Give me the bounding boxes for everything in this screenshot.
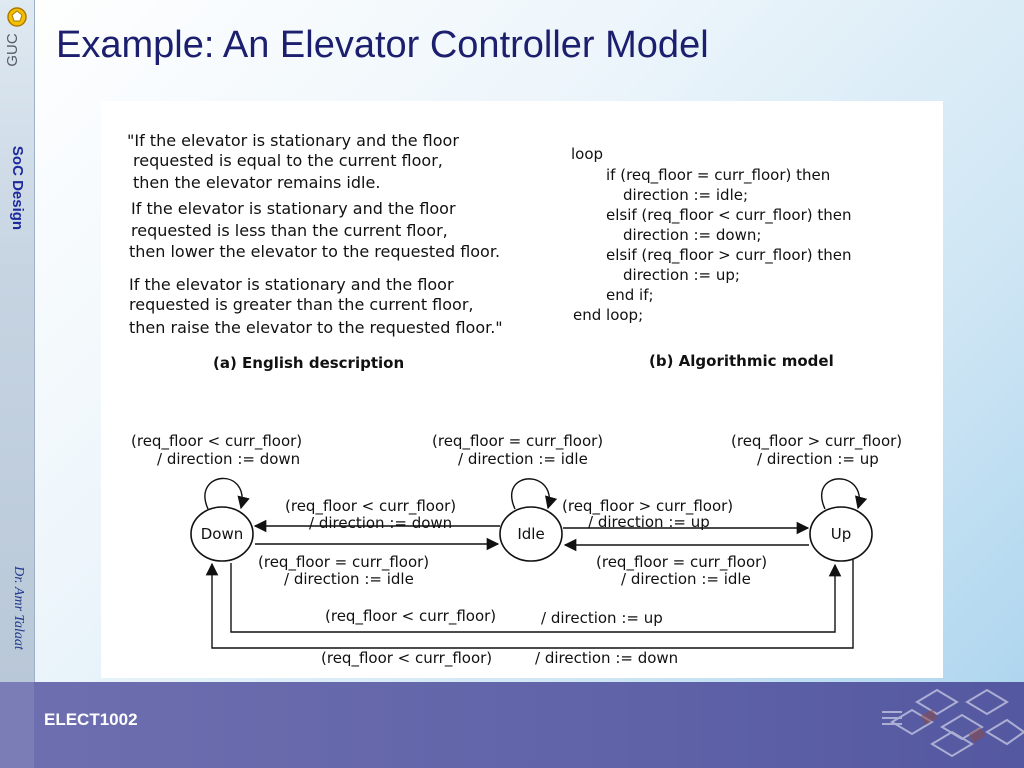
up-to-down-cond: (req_floor < curr_floor): [321, 649, 492, 668]
down-self-cond: (req_floor < curr_floor): [131, 432, 302, 451]
algo-caption: (b) Algorithmic model: [649, 352, 834, 370]
english-line: If the elevator is stationary and the fl…: [131, 199, 456, 218]
english-description: "If the elevator is stationary and the f…: [127, 131, 503, 372]
state-idle-label: Idle: [517, 525, 544, 543]
idle-self-loop: [511, 478, 558, 510]
idle-to-up-act: / direction := up: [588, 513, 710, 531]
algo-line: elsif (req_floor < curr_floor) then: [606, 206, 851, 225]
course-code: ELECT1002: [44, 710, 138, 729]
idle-to-down-act: / direction := down: [309, 514, 452, 532]
figure-svg: "If the elevator is stationary and the f…: [127, 131, 902, 668]
english-line: If the elevator is stationary and the fl…: [129, 275, 454, 294]
algo-line: direction := up;: [623, 266, 740, 284]
idle-to-down-cond: (req_floor < curr_floor): [285, 497, 456, 516]
footer-bar: ELECT1002: [0, 682, 1024, 768]
algo-line: end if;: [606, 286, 654, 304]
algo-line: end loop;: [573, 306, 643, 324]
idle-self-cond: (req_floor = curr_floor): [432, 432, 603, 451]
english-line: "If the elevator is stationary and the f…: [127, 131, 459, 150]
english-line: then the elevator remains idle.: [133, 173, 380, 192]
down-to-up-act: / direction := up: [541, 609, 663, 627]
english-line: requested is greater than the current fl…: [129, 295, 474, 314]
algo-line: direction := down;: [623, 226, 761, 244]
fsm-diagram: Down Idle Up (req_floor < curr_floor): [131, 432, 902, 668]
state-idle: [499, 506, 563, 562]
up-self-act: / direction := up: [757, 450, 879, 468]
algo-line: loop: [571, 145, 603, 163]
up-to-idle-cond: (req_floor = curr_floor): [596, 553, 767, 572]
algo-line: direction := idle;: [623, 186, 748, 204]
algo-line: elsif (req_floor > curr_floor) then: [606, 246, 851, 265]
up-self-cond: (req_floor > curr_floor): [731, 432, 902, 451]
down-to-idle-cond: (req_floor = curr_floor): [258, 553, 429, 572]
decorative-circuit-graphic: [882, 688, 1024, 758]
down-to-up-cond: (req_floor < curr_floor): [325, 607, 496, 626]
state-up: [809, 506, 873, 562]
english-line: then raise the elevator to the requested…: [129, 318, 503, 337]
up-to-down-act: / direction := down: [535, 649, 678, 667]
footer-corner: [0, 682, 34, 768]
up-to-down-edge: [205, 559, 854, 649]
logo-text: GUC: [4, 33, 21, 67]
left-sidebar: GUC SoC Design Dr. Amr Talaat: [0, 0, 35, 682]
down-to-up-edge: [230, 563, 842, 633]
state-down: [190, 506, 254, 562]
algorithmic-model: loop if (req_floor = curr_floor) then di…: [571, 145, 851, 370]
course-name-vertical: SoC Design: [9, 145, 26, 231]
english-line: requested is less than the current floor…: [131, 221, 448, 240]
english-line: then lower the elevator to the requested…: [129, 242, 500, 261]
author-vertical: Dr. Amr Talaat: [11, 566, 26, 650]
elevator-figure: "If the elevator is stationary and the f…: [101, 101, 943, 678]
down-self-loop: [204, 477, 250, 510]
slide-title: Example: An Elevator Controller Model: [56, 24, 709, 66]
algo-line: if (req_floor = curr_floor) then: [606, 166, 830, 185]
logo-emblem-inner: [11, 10, 23, 22]
guc-logo: GUC: [4, 7, 27, 67]
english-caption: (a) English description: [213, 354, 404, 372]
idle-to-up-cond: (req_floor > curr_floor): [562, 497, 733, 516]
english-line: requested is equal to the current floor,: [133, 151, 443, 170]
state-up-label: Up: [831, 525, 852, 543]
down-to-idle-act: / direction := idle: [284, 570, 414, 588]
down-self-act: / direction := down: [157, 450, 300, 468]
up-to-idle-act: / direction := idle: [621, 570, 751, 588]
state-down-label: Down: [201, 525, 244, 543]
idle-self-act: / direction := idle: [458, 450, 588, 468]
up-self-loop: [821, 478, 868, 510]
